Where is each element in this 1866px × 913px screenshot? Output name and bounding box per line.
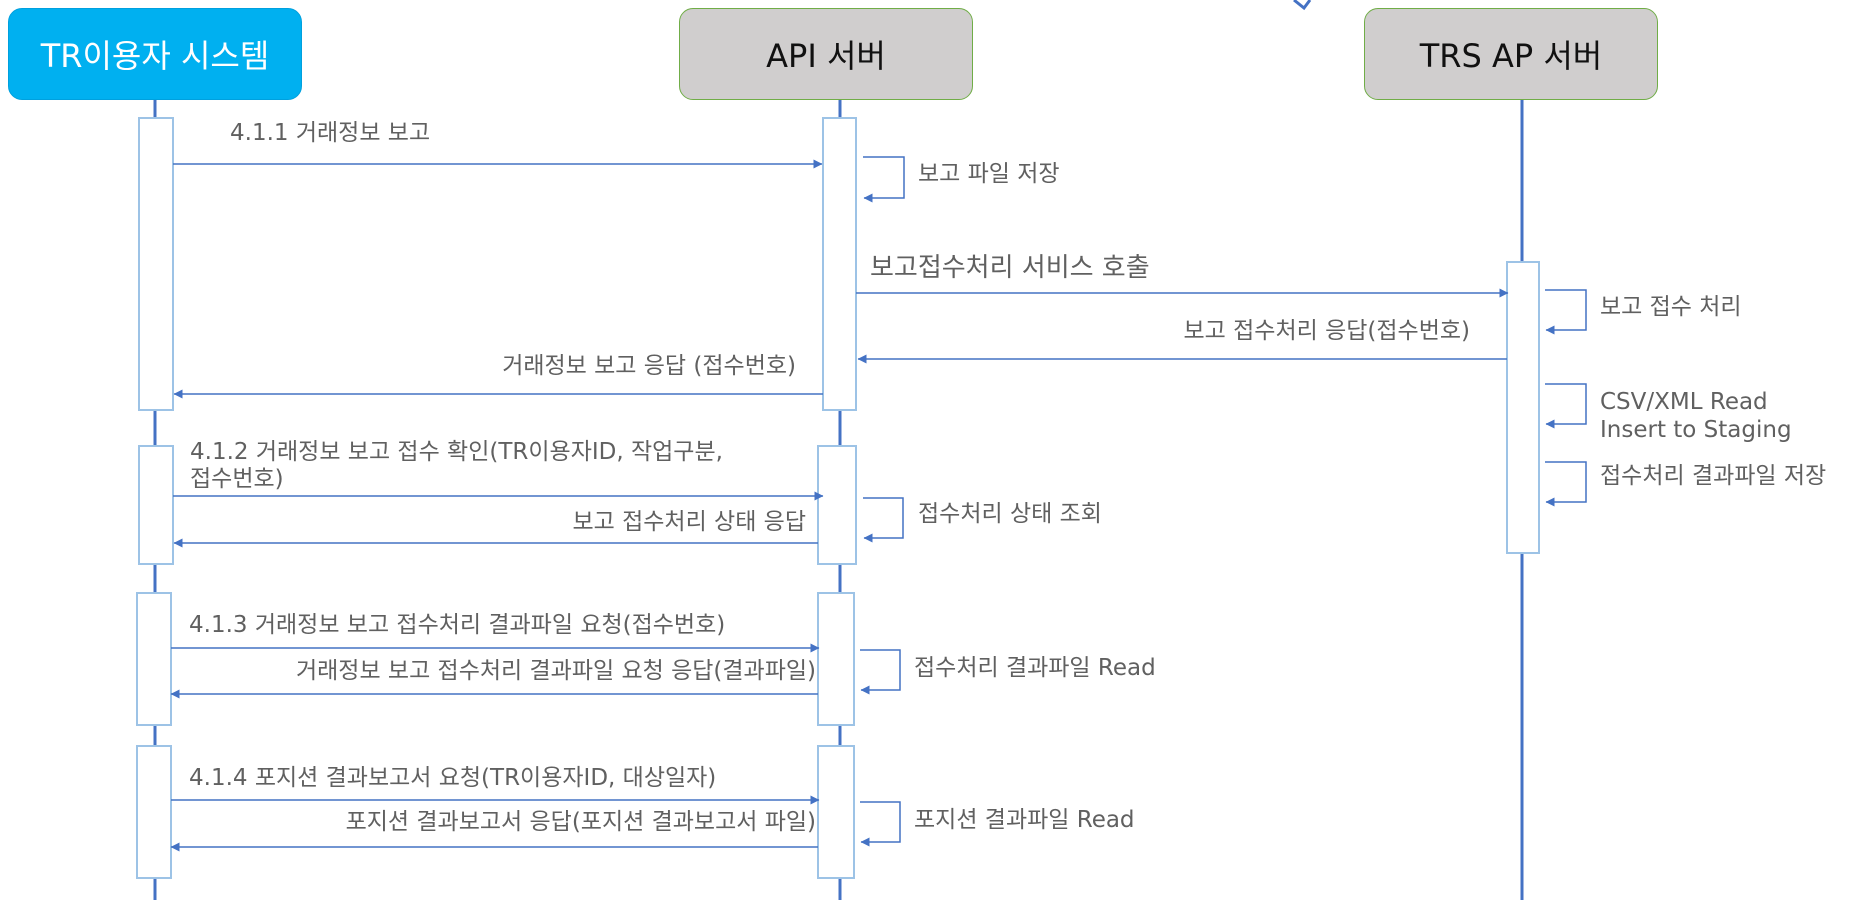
activation-bar	[817, 745, 855, 879]
self-call-read-position	[860, 801, 901, 847]
actor-tr-user: TR이용자 시스템	[8, 8, 302, 100]
self-call-save-file	[863, 156, 905, 203]
activation-bar	[138, 117, 174, 411]
label-api-response: 거래정보 보고 응답 (접수번호)	[502, 353, 796, 379]
activation-bar	[817, 445, 857, 565]
label-trs-response: 보고 접수처리 응답(접수번호)	[1183, 318, 1471, 344]
label-insert-staging: Insert to Staging	[1600, 417, 1792, 443]
actor-trs-ap-server-label: TRS AP 서버	[1419, 37, 1603, 75]
label-save-result: 접수처리 결과파일 저장	[1600, 463, 1827, 489]
activation-bar	[1506, 261, 1540, 554]
label-read-position: 포지션 결과파일 Read	[914, 807, 1135, 833]
label-4-1-3-response: 거래정보 보고 접수처리 결과파일 요청 응답(결과파일)	[295, 658, 816, 684]
self-call-status-query	[863, 497, 904, 543]
label-csv-read: CSV/XML Read	[1600, 389, 1768, 415]
partial-arrow-top	[1293, 0, 1312, 11]
label-4-1-4-request: 4.1.4 포지션 결과보고서 요청(TR이용자ID, 대상일자)	[189, 765, 717, 791]
activation-bar	[136, 592, 172, 726]
label-4-1-2-request-line1: 4.1.2 거래정보 보고 접수 확인(TR이용자ID, 작업구분,	[190, 439, 723, 465]
label-trs-process: 보고 접수 처리	[1600, 294, 1742, 320]
label-read-result: 접수처리 결과파일 Read	[914, 655, 1156, 681]
activation-bar	[817, 592, 855, 726]
label-status-query: 접수처리 상태 조회	[918, 501, 1102, 527]
actor-api-server-label: API 서버	[766, 37, 886, 75]
self-call-trs-process	[1545, 289, 1587, 335]
label-4-1-4-response: 포지션 결과보고서 응답(포지션 결과보고서 파일)	[345, 809, 816, 835]
label-call-service: 보고접수처리 서비스 호출	[870, 253, 1150, 283]
label-4-1-2-request-line2: 접수번호)	[190, 466, 284, 492]
self-call-csv-read	[1545, 383, 1587, 429]
activation-bar	[138, 445, 174, 565]
self-call-save-result	[1545, 461, 1587, 507]
actor-api-server: API 서버	[679, 8, 973, 100]
activation-bar	[136, 745, 172, 879]
label-status-response: 보고 접수처리 상태 응답	[572, 509, 806, 535]
label-4-1-3-request: 4.1.3 거래정보 보고 접수처리 결과파일 요청(접수번호)	[189, 612, 726, 638]
activation-bar	[822, 117, 857, 411]
self-call-read-result	[860, 649, 901, 695]
label-4-1-1-request: 4.1.1 거래정보 보고	[230, 120, 431, 146]
actor-tr-user-label: TR이용자 시스템	[40, 37, 270, 75]
label-save-file: 보고 파일 저장	[918, 161, 1060, 187]
actor-trs-ap-server: TRS AP 서버	[1364, 8, 1658, 100]
